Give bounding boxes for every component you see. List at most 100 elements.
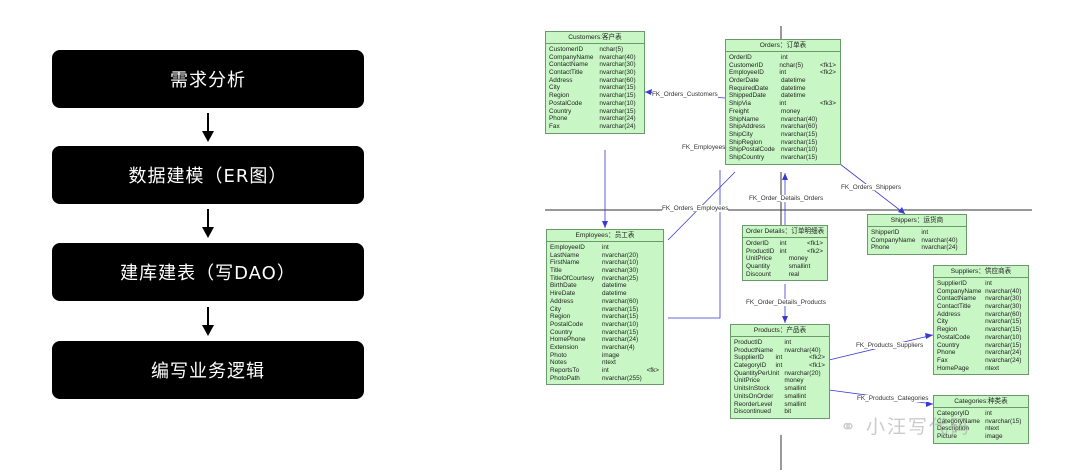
column-type: nvarchar(25) xyxy=(602,274,639,282)
column-name: ShipRegion xyxy=(729,138,763,146)
column-key: <fk2> xyxy=(809,354,825,362)
column-name: Phone xyxy=(549,115,568,123)
column-key xyxy=(644,352,661,360)
column-key xyxy=(1024,357,1026,365)
column-type: nvarchar(10) xyxy=(599,99,636,107)
column-name: PostalCode xyxy=(549,99,583,107)
column-key xyxy=(823,146,838,154)
column-key xyxy=(825,408,827,416)
column-name: ProductID xyxy=(734,339,763,346)
column-name: Address xyxy=(549,76,573,84)
column-type: ntext xyxy=(985,364,999,372)
column-key xyxy=(823,85,838,93)
column-name: CustomerID xyxy=(549,46,584,53)
column-name: Discontinued xyxy=(734,408,771,416)
column-name: Phone xyxy=(871,244,890,252)
column-key xyxy=(640,61,642,69)
table-title: Products：产品表 xyxy=(731,325,829,337)
column-key xyxy=(640,69,642,77)
column-key xyxy=(644,290,661,298)
column-key xyxy=(640,115,642,123)
column-name: Fax xyxy=(549,122,560,130)
column-key xyxy=(962,237,964,245)
column-name: Country xyxy=(550,328,573,336)
column-type: nvarchar(40) xyxy=(781,115,818,123)
column-name: HomePhone xyxy=(550,336,586,344)
table-title: Employees：员工表 xyxy=(547,230,663,242)
column-key xyxy=(644,329,661,337)
column-name: Region xyxy=(549,92,570,100)
column-type: nvarchar(15) xyxy=(985,417,1022,425)
column-type: money xyxy=(781,107,801,115)
table-title: Customers:客户表 xyxy=(546,32,644,44)
column-type: money xyxy=(788,255,808,263)
column-name: LastName xyxy=(550,251,580,259)
table-row: Country nvarchar(15) xyxy=(549,108,642,116)
column-name: CustomerID xyxy=(729,61,764,69)
column-key xyxy=(1024,295,1026,303)
column-key xyxy=(823,108,838,116)
column-key xyxy=(823,154,838,162)
column-key xyxy=(823,255,825,263)
arrow-down-icon xyxy=(202,307,214,336)
column-name: Address xyxy=(937,310,961,318)
column-key xyxy=(640,108,642,116)
column-type: datetime xyxy=(781,77,806,85)
column-type: int xyxy=(602,244,609,251)
column-name: TitleOfCourtesy xyxy=(550,274,595,282)
column-key xyxy=(823,131,838,139)
column-name: ContactName xyxy=(549,61,589,69)
column-key xyxy=(644,282,661,290)
table-title: Categories:种类表 xyxy=(934,396,1028,408)
column-type: nvarchar(20) xyxy=(784,369,821,377)
column-key xyxy=(640,123,642,131)
column-name: UnitsInStock xyxy=(734,385,770,393)
fk-employees-label: FK_Employees xyxy=(682,144,726,151)
column-key xyxy=(1024,318,1026,326)
column-name: Region xyxy=(550,313,571,321)
column-name: ProductID xyxy=(746,247,775,255)
column-type: smallint xyxy=(784,400,807,408)
column-key xyxy=(1024,433,1026,441)
column-name: EmployeeID xyxy=(550,244,585,251)
column-name: Country xyxy=(549,107,572,115)
column-key xyxy=(644,336,661,344)
column-type: datetime xyxy=(781,84,806,92)
column-type: nvarchar(15) xyxy=(985,318,1022,326)
column-type: int xyxy=(775,362,783,370)
column-type: nvarchar(15) xyxy=(599,107,636,115)
column-name: EmployeeID xyxy=(729,69,764,77)
wechat-icon: ⚭ xyxy=(840,416,858,438)
column-key xyxy=(1024,303,1026,311)
column-name: Notes xyxy=(550,359,567,367)
